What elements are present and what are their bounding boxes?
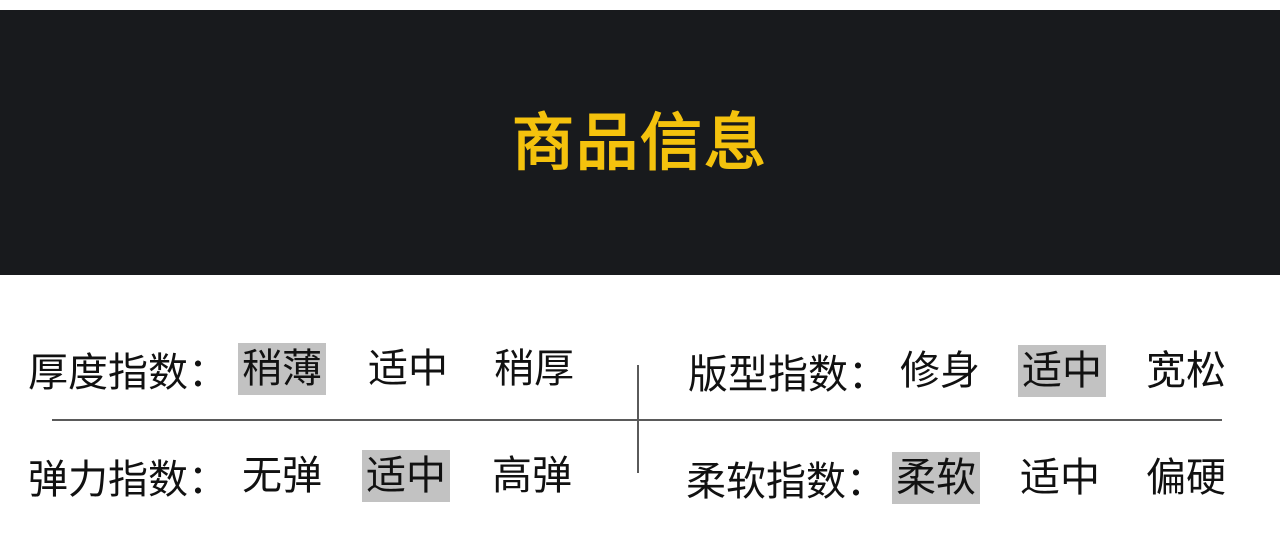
softness-option-3: 偏硬 — [1146, 455, 1226, 501]
softness-option-1: 柔软 — [892, 452, 980, 504]
column-divider — [637, 365, 639, 473]
elasticity-option-1: 无弹 — [242, 453, 322, 499]
fit-option-2: 适中 — [1018, 345, 1106, 397]
softness-index-label: 柔软指数： — [686, 459, 886, 505]
fit-index-row: 版型指数： 修身 适中 宽松 — [688, 343, 1230, 399]
fit-index-label: 版型指数： — [688, 352, 888, 398]
elasticity-option-3: 高弹 — [492, 453, 572, 499]
thickness-option-2: 适中 — [368, 346, 448, 392]
thickness-index-label: 厚度指数： — [28, 350, 228, 396]
thickness-option-1: 稍薄 — [238, 343, 326, 395]
fit-option-1: 修身 — [900, 348, 980, 394]
elasticity-index-row: 弹力指数： 无弹 适中 高弹 — [28, 448, 576, 504]
elasticity-index-label: 弹力指数： — [28, 457, 228, 503]
fit-option-3: 宽松 — [1146, 348, 1226, 394]
softness-index-row: 柔软指数： 柔软 适中 偏硬 — [686, 450, 1230, 506]
header-banner: 商品信息 — [0, 10, 1280, 275]
elasticity-option-2: 适中 — [362, 450, 450, 502]
page-title: 商品信息 — [511, 105, 768, 179]
softness-option-2: 适中 — [1020, 455, 1100, 501]
thickness-option-3: 稍厚 — [494, 346, 574, 392]
thickness-index-row: 厚度指数： 稍薄 适中 稍厚 — [28, 341, 578, 397]
